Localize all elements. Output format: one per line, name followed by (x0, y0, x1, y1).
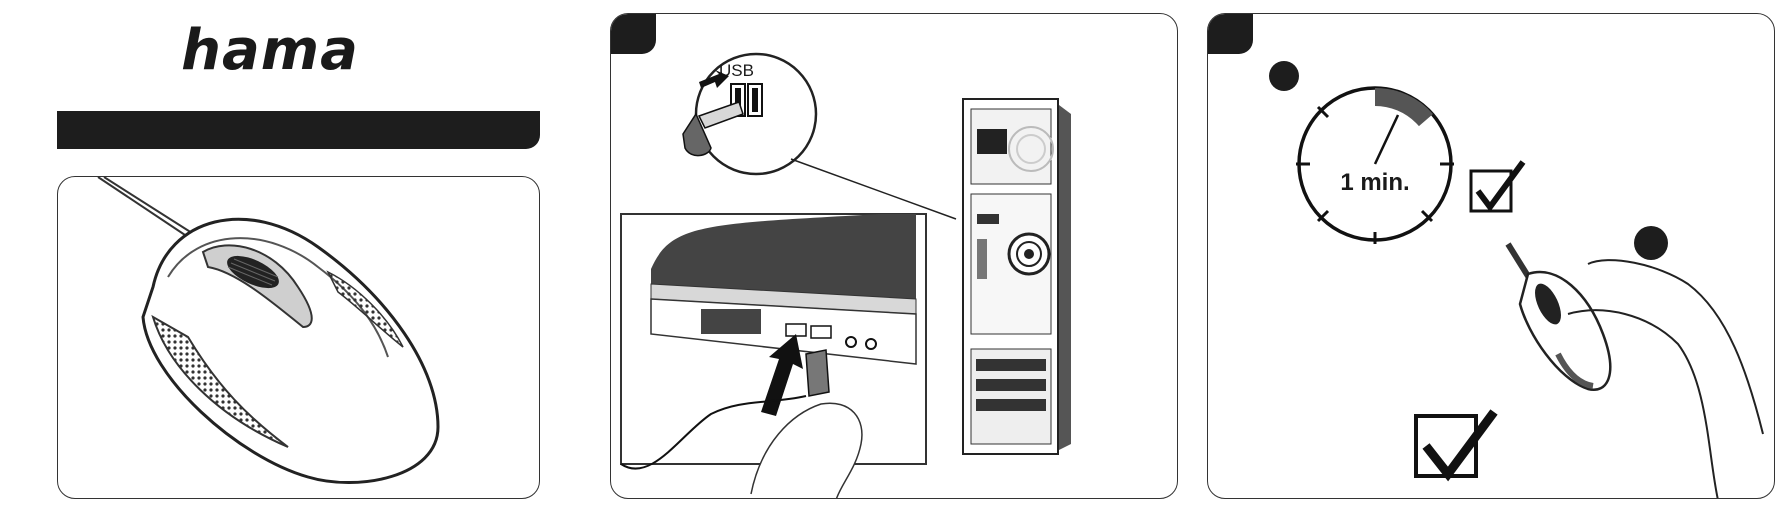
title-bar (57, 111, 540, 149)
bullet-icon (1269, 61, 1299, 91)
ready-illustration: 1 min. (1208, 14, 1775, 499)
step-number-tab (610, 13, 656, 54)
step-number-tab (1207, 13, 1253, 54)
usb-connection-illustration: USB (611, 14, 1178, 499)
product-panel (57, 176, 540, 499)
timer-label: 1 min. (1340, 169, 1409, 196)
connect-step-panel: USB (610, 13, 1178, 499)
bullet-icon (1634, 226, 1668, 260)
mouse-illustration (58, 177, 540, 499)
brand-logo: hama (0, 18, 540, 83)
ready-step-panel: 1 min. (1207, 13, 1775, 499)
